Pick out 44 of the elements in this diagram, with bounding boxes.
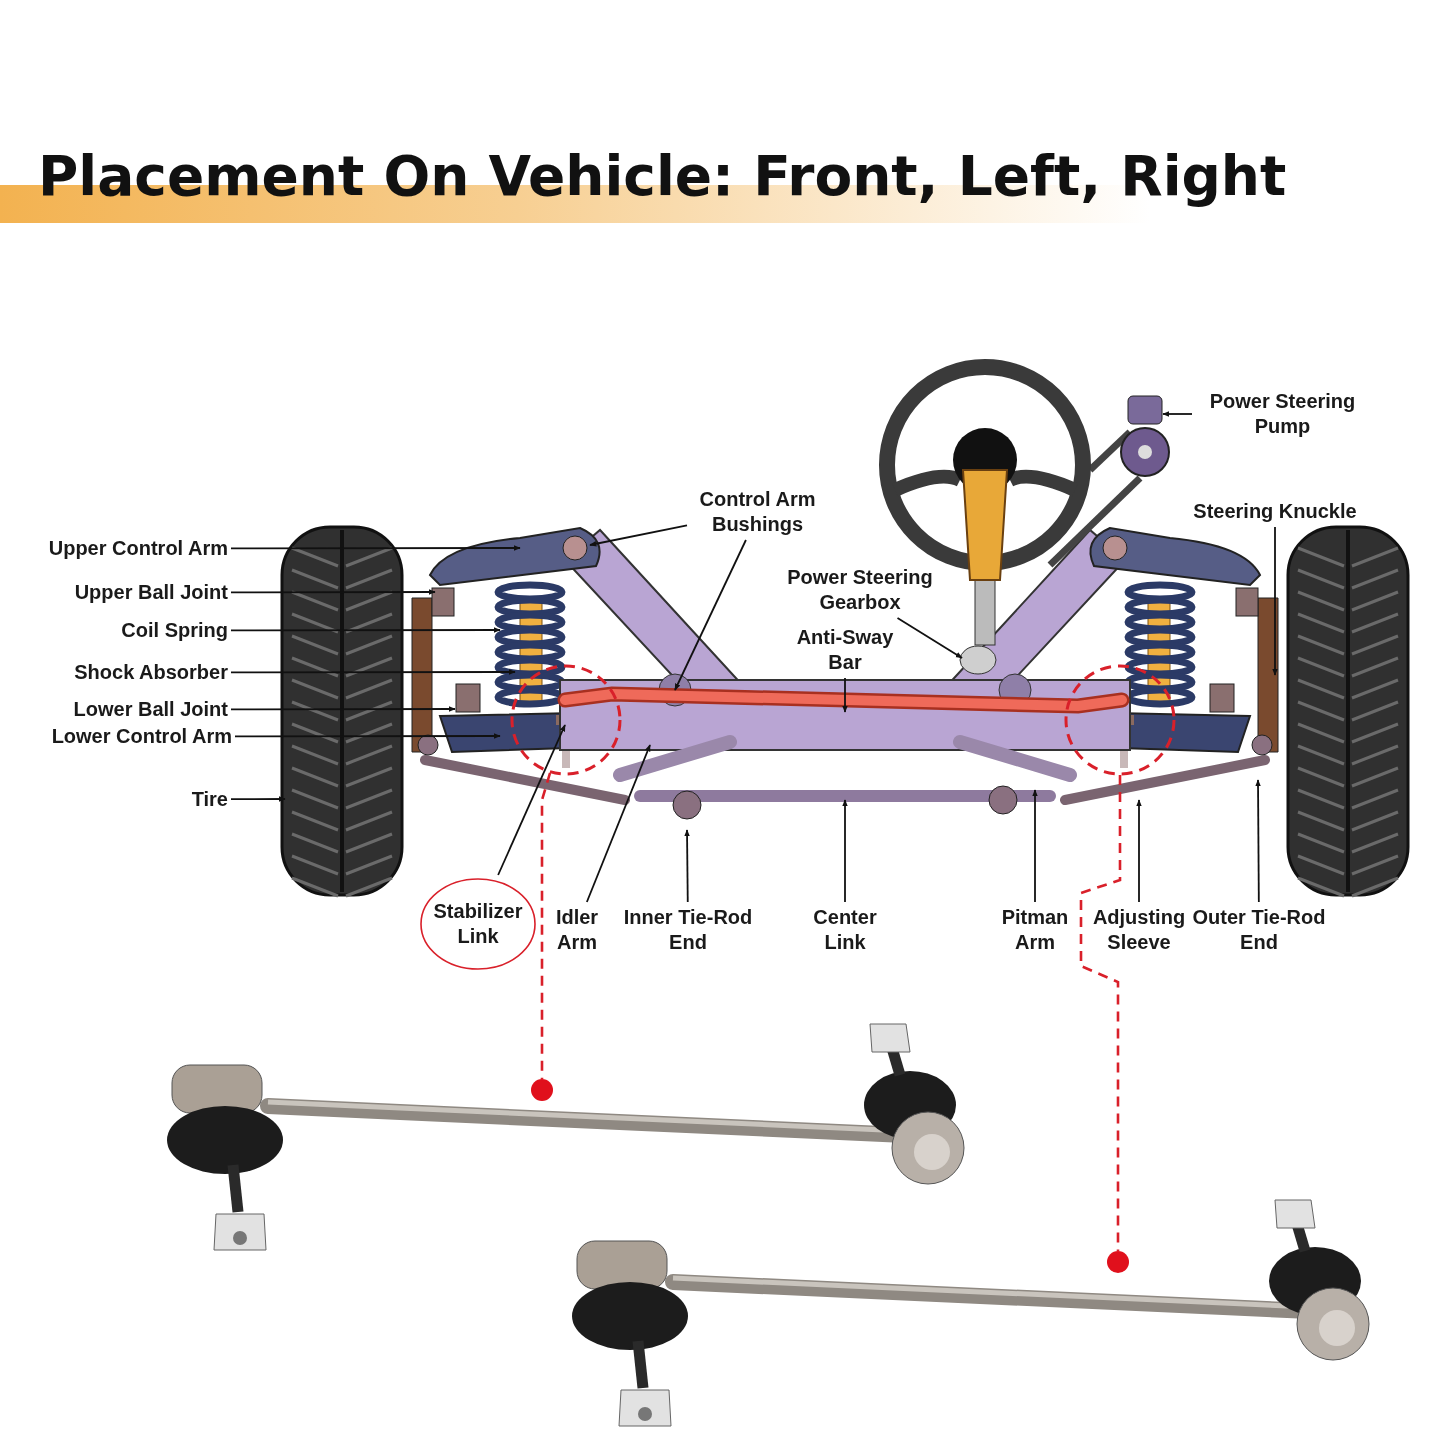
leader-line	[230, 589, 436, 595]
dot-marker	[531, 1079, 553, 1101]
part-label: Adjusting Sleeve	[1089, 905, 1189, 955]
leader-line	[842, 677, 848, 713]
leader-line	[1272, 526, 1278, 676]
leader-line	[1162, 411, 1193, 417]
part-label: Idler Arm	[546, 905, 608, 955]
leader-line	[1255, 779, 1261, 903]
leader-line	[1032, 789, 1038, 903]
part-label: Shock Absorber	[0, 660, 228, 685]
part-label: Power Steering Gearbox	[775, 565, 945, 615]
leader-line	[230, 545, 521, 551]
leader-line	[230, 706, 456, 712]
part-label: Power Steering Pump	[1195, 389, 1370, 439]
leader-line	[589, 524, 688, 547]
leader-line	[230, 796, 286, 802]
part-label: Upper Ball Joint	[0, 580, 228, 605]
dashed-connector	[1079, 775, 1122, 1251]
part-label: Inner Tie-Rod End	[620, 905, 756, 955]
leader-line	[896, 617, 963, 659]
leader-line	[234, 733, 501, 739]
part-label: Coil Spring	[0, 618, 228, 643]
leader-line	[230, 627, 501, 633]
dot-marker	[1107, 1251, 1129, 1273]
leader-line	[497, 724, 566, 876]
leader-line	[674, 539, 747, 691]
leader-line	[842, 799, 848, 903]
part-label: Pitman Arm	[994, 905, 1076, 955]
dashed-connector	[540, 772, 552, 1079]
part-label: Steering Knuckle	[1178, 499, 1372, 524]
part-label: Control Arm Bushings	[690, 487, 825, 537]
part-label: Anti-Sway Bar	[785, 625, 905, 675]
leader-line	[585, 744, 651, 903]
callout-ellipse	[420, 878, 536, 970]
part-label: Tire	[0, 787, 228, 812]
part-label: Center Link	[800, 905, 890, 955]
part-label: Upper Control Arm	[0, 536, 228, 561]
part-label: Lower Control Arm	[0, 724, 232, 749]
part-label: Stabilizer Link	[432, 899, 524, 949]
part-label: Lower Ball Joint	[0, 697, 228, 722]
leader-line	[1136, 799, 1142, 903]
leader-line	[230, 669, 516, 675]
part-label: Outer Tie-Rod End	[1192, 905, 1326, 955]
leader-line	[684, 829, 690, 903]
